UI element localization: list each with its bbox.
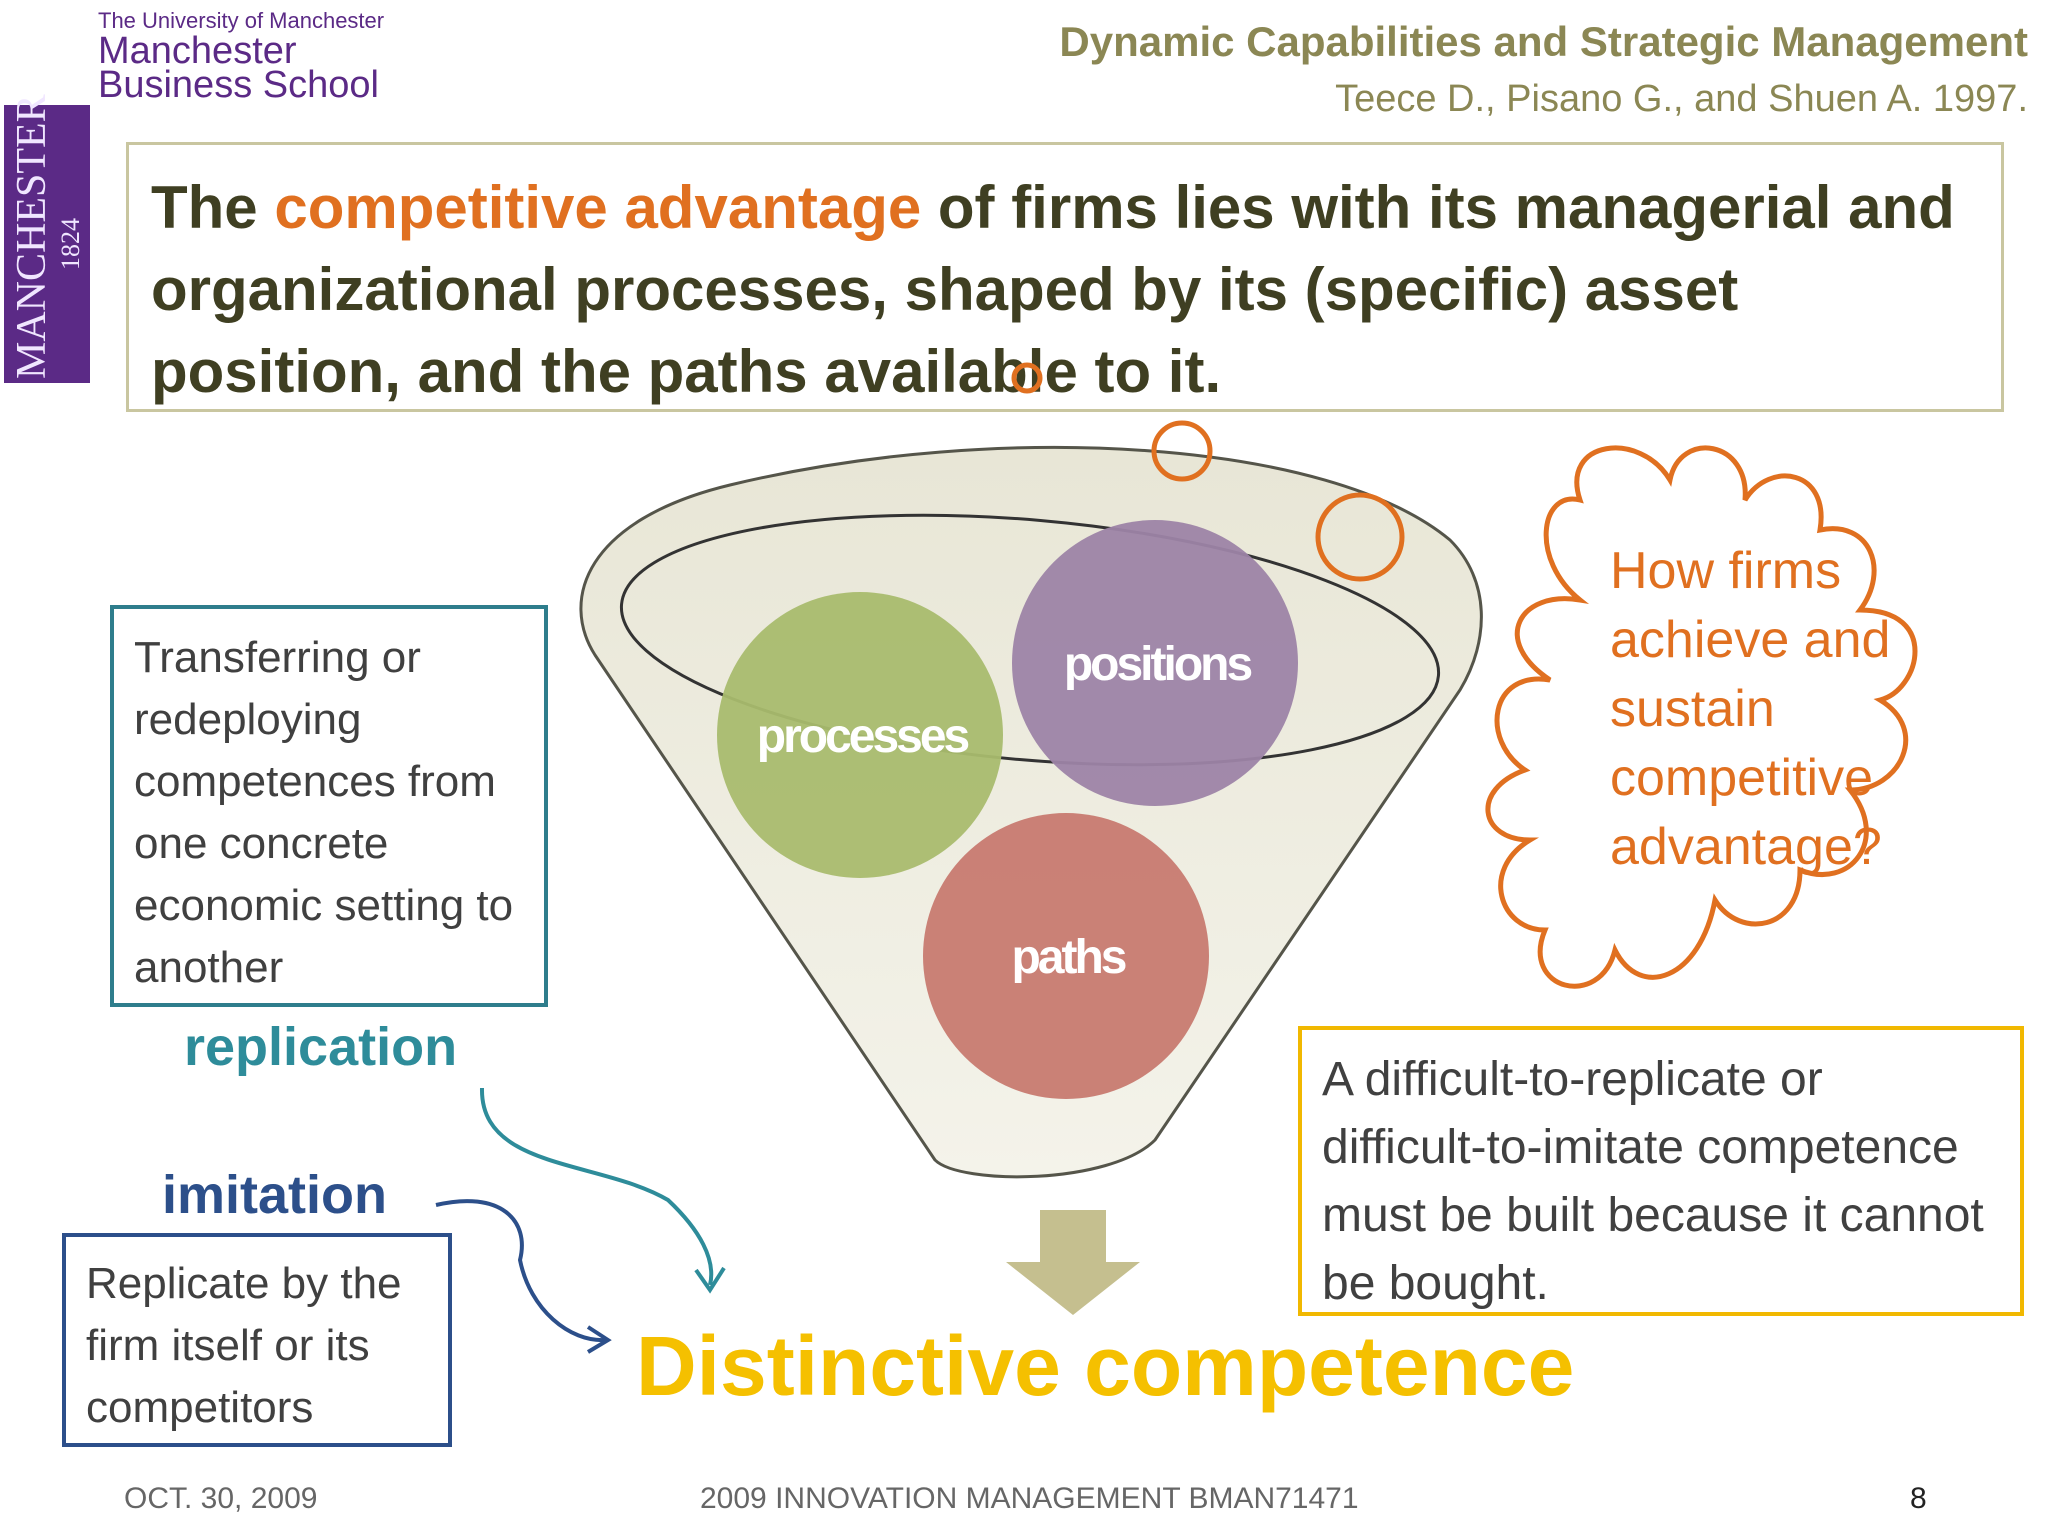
main-statement: The competitive advantage of firms lies …	[151, 167, 1979, 413]
replication-box: Transferring or redeploying competences …	[110, 605, 548, 1007]
statement-part1: The	[151, 174, 275, 241]
university-name: The University of Manchester	[98, 8, 385, 33]
replication-label: replication	[184, 1017, 458, 1077]
thought-bubble-medium	[1151, 420, 1213, 482]
positions-circle	[1012, 520, 1298, 806]
footer-date: OCT. 30, 2009	[124, 1482, 318, 1515]
down-arrow	[1006, 1210, 1140, 1315]
imitation-label: imitation	[162, 1165, 387, 1225]
processes-circle	[717, 592, 1003, 878]
school-name-line2: Business School	[98, 64, 379, 106]
imitation-description: Replicate by the firm itself or its comp…	[86, 1259, 402, 1432]
processes-label: processes	[757, 710, 969, 763]
paths-circle	[923, 813, 1209, 1099]
outcome-note-box: A difficult-to-replicate or difficult-to…	[1298, 1026, 2024, 1316]
statement-highlight: competitive advantage	[274, 174, 922, 241]
paths-label: paths	[1011, 931, 1125, 984]
imitation-arrowhead	[586, 1325, 612, 1354]
replication-description: Transferring or redeploying competences …	[134, 633, 514, 992]
cloud-shape	[1485, 445, 1918, 989]
distinctive-competence: Distinctive competence	[636, 1319, 1575, 1413]
footer-course: 2009 INNOVATION MANAGEMENT BMAN71471	[700, 1482, 1359, 1515]
title-block: Dynamic Capabilities and Strategic Manag…	[1059, 18, 2028, 121]
slide-title: Dynamic Capabilities and Strategic Manag…	[1059, 18, 2028, 65]
school-logo: The University of Manchester Manchester …	[98, 8, 385, 106]
school-name-line1: Manchester	[98, 30, 297, 72]
page-number: 8	[1910, 1482, 1927, 1515]
statement-part2: of firms lies with its managerial and or…	[151, 174, 1955, 405]
thought-bubble-large	[1315, 492, 1405, 582]
imitation-arrow	[435, 1199, 606, 1343]
main-statement-box: The competitive advantage of firms lies …	[126, 142, 2004, 412]
replication-arrowhead	[694, 1266, 726, 1294]
funnel-rim	[619, 513, 1441, 767]
cloud-question: How firms achieve and sustain competitiv…	[1610, 542, 1891, 876]
imitation-box: Replicate by the firm itself or its comp…	[62, 1233, 452, 1447]
outcome-note: A difficult-to-replicate or difficult-to…	[1322, 1053, 1984, 1310]
positions-label: positions	[1064, 638, 1252, 691]
thought-bubble-small	[1011, 362, 1043, 394]
manchester-side-logo: MANCHESTER 1824	[4, 94, 90, 383]
citation: Teece D., Pisano G., and Shuen A. 1997.	[1335, 78, 2028, 120]
replication-arrow	[479, 1087, 714, 1286]
